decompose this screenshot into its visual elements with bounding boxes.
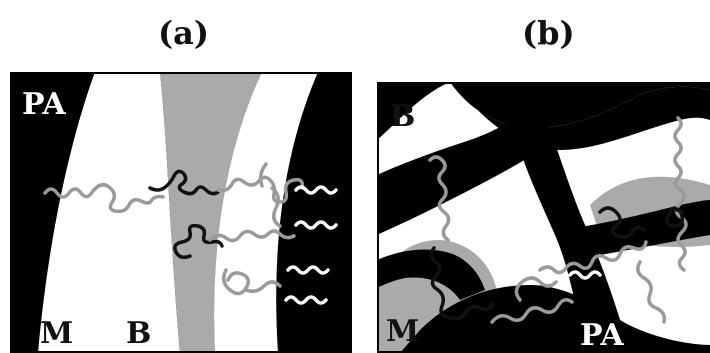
- panel-b: B M PA: [377, 82, 710, 353]
- panel-a-label-m: M: [40, 316, 73, 351]
- panel-a-chain-lower-gray: [208, 229, 296, 296]
- panel-a-phase-m-white-band: [38, 72, 180, 353]
- panel-b-label-m: M: [386, 314, 419, 349]
- panel-a-chain-upper-left-gray: [43, 183, 165, 214]
- panel-a-chain-upper-right-gray: [216, 162, 305, 228]
- panel-b-black-top-arc: [377, 82, 710, 140]
- panel-b-border: [377, 82, 710, 353]
- panel-b-label-pa: PA: [580, 318, 624, 353]
- panel-b-chain-left-vertical-gray: [428, 155, 451, 242]
- panel-b-label-b: B: [390, 99, 415, 134]
- panel-a-chain-lower-black: [173, 223, 224, 260]
- panel-a-label-b: B: [126, 316, 151, 351]
- panel-b-black-left-diagonal: [377, 118, 540, 235]
- panel-a-white-band-right: [214, 72, 318, 353]
- panel-a-border: [10, 72, 352, 353]
- panel-a-phase-b-gray-band: [160, 72, 262, 353]
- panel-a-chain-upper-black: [148, 169, 220, 196]
- panel-a-chain-right-tail-upper: [294, 185, 338, 195]
- panel-a-caption: (a): [158, 14, 210, 52]
- panel-a-chain-right-tail-lower2: [284, 295, 328, 305]
- panel-b-chain-right-vertical-gray: [673, 116, 688, 272]
- panel-b-chain-center-black: [598, 206, 646, 240]
- panel-b-black-left-lower: [377, 249, 485, 300]
- panel-b-chain-bottom-left-white: [568, 270, 602, 280]
- panel-a: PA M B: [10, 72, 352, 353]
- panel-b-chain-mid-gray: [538, 240, 648, 275]
- panel-a-chain-right-tail-mid: [294, 220, 338, 230]
- panel-a-chain-right-tail-lower1: [286, 265, 330, 275]
- panel-b-chain-left-gray: [636, 260, 667, 324]
- panel-b-black-bottom: [400, 285, 710, 353]
- panel-b-chain-bottom-gray: [490, 276, 574, 324]
- panel-b-caption: (b): [522, 14, 575, 52]
- panel-b-chain-right-black: [665, 207, 685, 228]
- panel-b-chain-left-vertical-black: [429, 246, 494, 321]
- panel-a-label-pa: PA: [22, 87, 66, 122]
